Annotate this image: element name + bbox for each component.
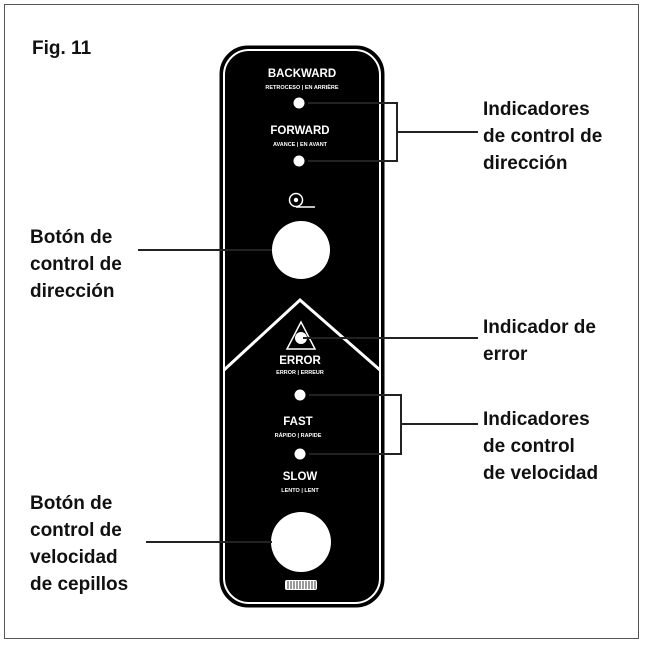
callout-direction-button: Botón de control de dirección — [30, 227, 122, 302]
callout-speed-indicators: Indicadores de control de velocidad — [483, 409, 599, 484]
control-panel-body — [219, 45, 385, 608]
backward-label: BACKWARD — [268, 68, 336, 80]
forward-indicator-light — [293, 155, 305, 167]
panel-chevron-divider — [222, 297, 381, 372]
forward-label: FORWARD — [270, 125, 329, 137]
control-panel-outline — [223, 49, 381, 604]
error-sublabel: ERROR | ERREUR — [276, 370, 324, 376]
forward-sublabel: AVANCE | EN AVANT — [273, 142, 328, 148]
error-label: ERROR — [279, 355, 321, 367]
fast-sublabel: RÁPIDO | RAPIDE — [275, 432, 322, 439]
slow-indicator-light — [294, 448, 306, 460]
fast-indicator-light — [294, 389, 306, 401]
error-warning-icon — [285, 320, 317, 350]
callout-brush-speed-button: Botón de control de velocidad de cepillo… — [30, 493, 129, 595]
slow-label: SLOW — [283, 471, 318, 483]
backward-sublabel: RETROCESO | EN ARRIÈRE — [265, 83, 338, 91]
slow-sublabel: LENTO | LENT — [281, 488, 319, 494]
fast-label: FAST — [283, 416, 312, 428]
callout-direction-indicators: Indicadores de control de dirección — [483, 99, 603, 174]
callout-error-indicator: Indicador de error — [483, 317, 596, 365]
direction-symbol-icon — [288, 192, 315, 208]
figure-label: Fig. 11 — [32, 38, 92, 59]
figure-frame — [4, 4, 639, 639]
brush-speed-control-button[interactable] — [271, 512, 331, 572]
brush-icon — [285, 580, 317, 590]
backward-indicator-light — [293, 97, 305, 109]
direction-control-button[interactable] — [272, 221, 330, 279]
